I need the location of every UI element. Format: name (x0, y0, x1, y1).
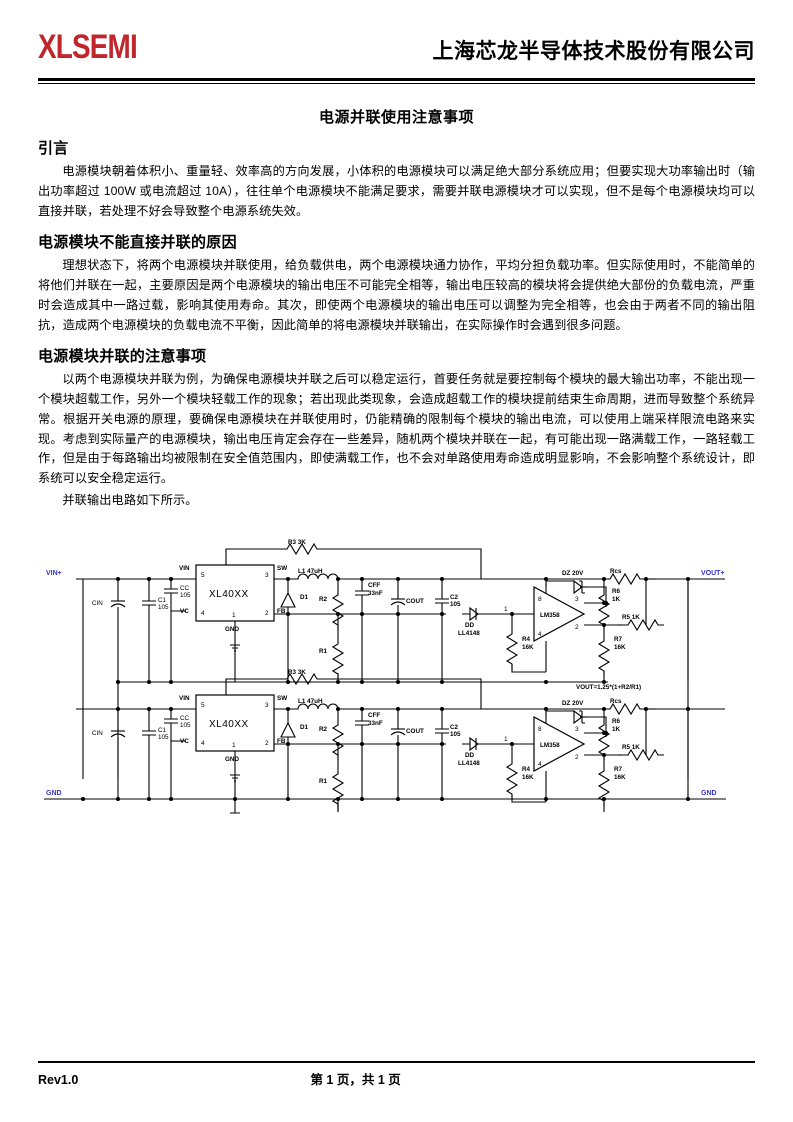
page-footer: Rev1.0 第 1 页，共 1 页 (38, 1061, 755, 1088)
section-paragraph-intro: 电源模块朝着体积小、重量轻、效率高的方向发展，小体积的电源模块可以满足绝大部分系… (38, 164, 755, 218)
footer-divider (38, 1061, 755, 1063)
schematic-module-top: VIN+ VOUT+ VOUT=1.25*(1+R2/R1) (46, 539, 725, 691)
header-divider (38, 78, 755, 84)
section-heading-intro: 引言 (38, 140, 69, 157)
net-label-vin-top: VIN+ (46, 570, 62, 577)
page-title: 电源并联使用注意事项 (318, 109, 474, 126)
revision-label: Rev1.0 (38, 1073, 79, 1087)
schematic-module-bottom: GND GND VOUT=1.25*(1+R2/R1) (44, 669, 726, 814)
section-paragraph-reasons: 理想状态下，将两个电源模块并联使用，给负载供电，两个电源模块通力协作，平均分担负… (38, 258, 755, 332)
section-heading-precautions: 电源模块并联的注意事项 (38, 348, 207, 366)
page-indicator: 第 1 页，共 1 页 (310, 1073, 401, 1087)
divider-thin-line (38, 83, 755, 84)
net-label-gnd-right: GND (701, 790, 717, 797)
formula-top: VOUT=1.25*(1+R2/R1) (576, 684, 641, 691)
parallel-output-schematic: R3 3K CIN C1 105 (38, 519, 755, 814)
page-header: XLSEMI 上海芯龙半导体技术股份有限公司 (38, 0, 755, 64)
net-label-vout-top: VOUT+ (701, 570, 725, 577)
company-name: 上海芯龙半导体技术股份有限公司 (432, 40, 755, 63)
section-heading-reasons: 电源模块不能直接并联的原因 (38, 234, 237, 252)
xlsemi-logo: XLSEMI (38, 28, 138, 66)
divider-thick-line (38, 78, 755, 81)
section-paragraph-circuit-intro: 并联输出电路如下所示。 (62, 492, 198, 507)
divider-gap (38, 81, 755, 83)
net-label-gnd-left: GND (46, 790, 62, 797)
section-paragraph-precautions: 以两个电源模块并联为例，为确保电源模块并联之后可以稳定运行，首要任务就是要控制每… (38, 372, 755, 486)
